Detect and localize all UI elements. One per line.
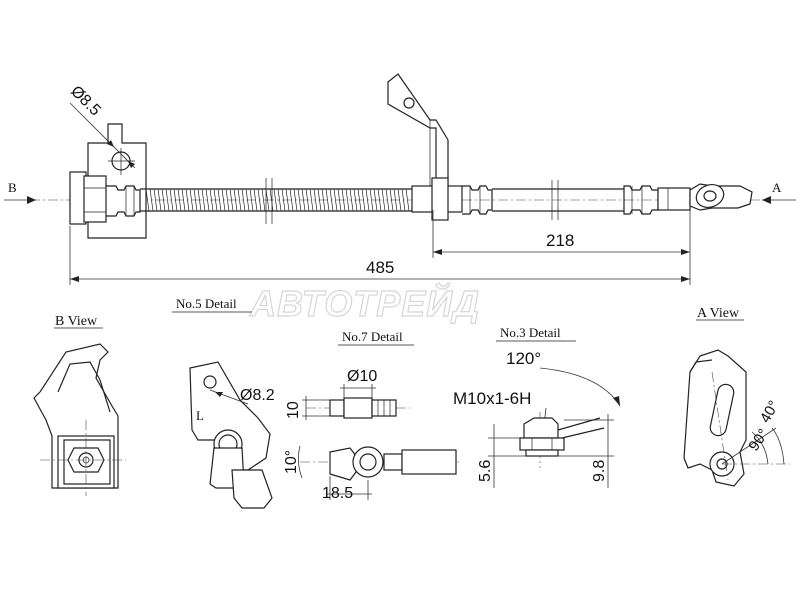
left-fitting	[69, 123, 147, 239]
no3-dim-angle: 120°	[506, 349, 541, 368]
no7-dim-height: 10	[285, 401, 302, 419]
arrow-label-b: B	[8, 180, 17, 195]
a-view-title: A View	[697, 306, 740, 321]
no7-dim-dia: Ø10	[347, 368, 377, 385]
no7-dim-length: 18.5	[322, 485, 353, 502]
no5-detail-title: No.5 Detail	[176, 296, 237, 311]
arrow-a-icon	[762, 196, 796, 204]
arrow-b-icon	[4, 196, 36, 204]
arrow-label-a: A	[772, 180, 782, 195]
no7-dim-angle: 10°	[283, 450, 300, 474]
watermark: АВТОТРЕЙД	[249, 282, 480, 324]
no3-dim-b: 9.8	[591, 460, 608, 482]
a-view-angle-90: 90°	[745, 426, 772, 454]
dim-total: 485	[366, 258, 394, 277]
dim-diameter-leader	[69, 102, 136, 169]
no7-detail: No.7 Detail Ø10 10 18.5 10°	[283, 329, 460, 502]
no3-thread: M10x1-6H	[453, 389, 531, 408]
no5-side-mark: L	[196, 408, 204, 423]
rubber-hose	[492, 180, 624, 220]
a-view-angle-40: 40°	[757, 398, 783, 426]
right-fitting	[623, 183, 753, 215]
spring-guard	[140, 178, 412, 224]
a-view: A View 40° 90°	[683, 306, 790, 487]
no3-detail-title: No.3 Detail	[500, 325, 561, 340]
dim-218-line	[432, 210, 691, 258]
no7-detail-title: No.7 Detail	[342, 329, 403, 344]
no5-dim-hole: Ø8.2	[240, 387, 275, 404]
dim-partial: 218	[546, 231, 574, 250]
main-view: B A Ø8.5	[4, 73, 796, 285]
b-view-title: B View	[55, 314, 98, 329]
b-view: B View	[33, 314, 126, 496]
no3-dim-a: 5.6	[477, 460, 494, 482]
no3-detail: No.3 Detail 120° M10x1-6H 5.6 9.8	[453, 325, 621, 488]
middle-bracket	[387, 73, 493, 221]
no5-detail: No.5 Detail Ø8.2 L	[172, 296, 275, 509]
dim-485-line	[69, 226, 691, 285]
dim-diameter: Ø8.5	[67, 83, 104, 120]
